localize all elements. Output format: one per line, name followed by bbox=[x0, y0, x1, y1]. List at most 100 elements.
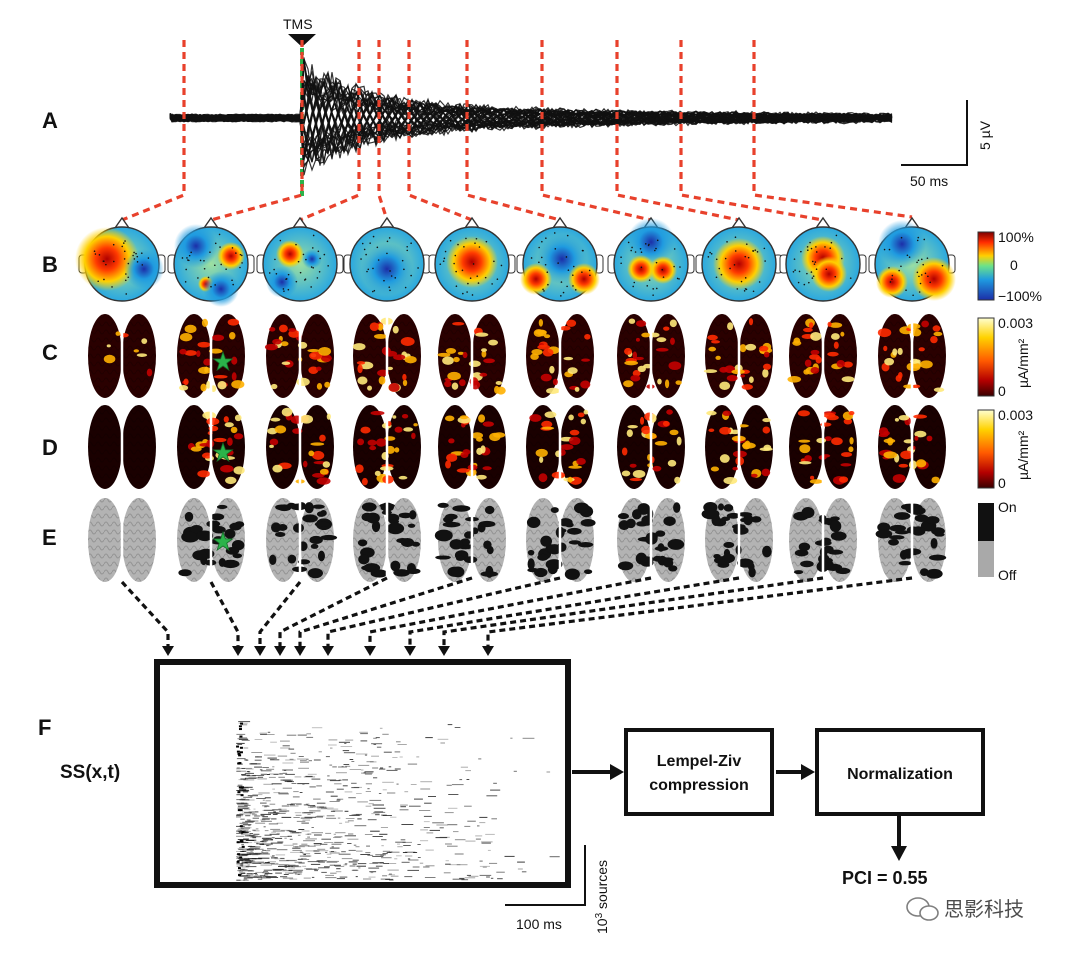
active-cell bbox=[280, 779, 292, 781]
active-cell bbox=[325, 756, 330, 758]
electrode bbox=[810, 247, 813, 250]
active-cell bbox=[262, 799, 265, 801]
nose-icon bbox=[552, 216, 568, 229]
active-cell bbox=[273, 774, 279, 775]
active-source bbox=[309, 535, 323, 545]
active-cell bbox=[333, 833, 336, 835]
active-cell bbox=[298, 829, 305, 830]
current-patch bbox=[663, 326, 670, 331]
current-patch bbox=[224, 422, 234, 428]
active-cell bbox=[317, 860, 327, 862]
active-cell bbox=[371, 755, 379, 757]
active-cell bbox=[294, 812, 302, 814]
thr-brain-10 bbox=[878, 403, 946, 491]
active-cell bbox=[237, 752, 241, 755]
binary-brain-1 bbox=[88, 496, 156, 584]
current-patch bbox=[840, 331, 845, 337]
active-cell bbox=[325, 874, 334, 876]
binary-brain-7 bbox=[617, 496, 685, 584]
current-patch bbox=[481, 350, 487, 358]
active-cell bbox=[253, 875, 266, 877]
active-cell bbox=[236, 832, 243, 834]
active-source bbox=[723, 504, 734, 512]
current-patch bbox=[719, 454, 730, 463]
electrode bbox=[912, 294, 914, 297]
active-cell bbox=[373, 744, 377, 745]
active-cell bbox=[290, 804, 295, 806]
electrode bbox=[443, 257, 446, 260]
current-patch bbox=[906, 362, 921, 372]
binary-map-row bbox=[88, 496, 947, 584]
active-cell bbox=[260, 802, 267, 804]
active-cell bbox=[307, 861, 320, 863]
eeg-trace bbox=[169, 86, 893, 164]
active-cell bbox=[546, 771, 551, 773]
current-patch bbox=[146, 368, 153, 377]
active-cell bbox=[344, 863, 348, 865]
active-cell bbox=[238, 763, 243, 765]
electrode bbox=[133, 251, 135, 254]
current-patch bbox=[269, 327, 276, 332]
electrode bbox=[203, 267, 206, 270]
active-cell bbox=[243, 878, 248, 880]
electrode bbox=[311, 247, 314, 249]
active-source bbox=[877, 522, 891, 533]
electrode bbox=[916, 239, 919, 242]
active-source bbox=[663, 558, 674, 568]
active-cell bbox=[255, 871, 264, 873]
active-cell bbox=[259, 769, 263, 771]
electrode bbox=[792, 270, 795, 273]
electrode bbox=[724, 257, 727, 260]
active-cell bbox=[241, 740, 250, 741]
active-cell bbox=[337, 798, 344, 800]
active-source bbox=[310, 543, 319, 549]
active-cell bbox=[261, 840, 269, 842]
current-patch bbox=[493, 432, 506, 438]
current-patch bbox=[398, 475, 408, 480]
current-patch bbox=[451, 382, 459, 390]
current-patch bbox=[840, 463, 852, 467]
electrode bbox=[927, 275, 929, 278]
active-cell bbox=[337, 817, 341, 819]
binary-colorbar-on bbox=[978, 503, 994, 541]
current-patch bbox=[816, 437, 827, 444]
active-source bbox=[723, 541, 735, 549]
active-cell bbox=[297, 734, 307, 736]
active-cell bbox=[255, 828, 259, 830]
current-patch bbox=[926, 435, 933, 442]
current-patch bbox=[666, 409, 673, 415]
active-cell bbox=[489, 862, 498, 864]
current-patch bbox=[476, 447, 483, 455]
active-cell bbox=[300, 761, 309, 763]
current-patch bbox=[560, 325, 571, 331]
active-cell bbox=[240, 778, 246, 780]
electrode bbox=[466, 291, 468, 293]
active-cell bbox=[254, 846, 258, 848]
active-cell bbox=[420, 781, 433, 783]
active-cell bbox=[325, 791, 334, 793]
current-patch bbox=[136, 353, 148, 357]
active-cell bbox=[325, 877, 337, 879]
active-source bbox=[483, 540, 492, 550]
active-cell bbox=[491, 818, 497, 820]
active-cell bbox=[244, 835, 254, 837]
current-patch bbox=[540, 373, 552, 382]
current-patch bbox=[715, 355, 721, 360]
active-cell bbox=[454, 839, 466, 841]
current-patch bbox=[377, 323, 384, 331]
active-cell bbox=[302, 819, 311, 821]
active-cell bbox=[262, 837, 275, 839]
active-cell bbox=[241, 845, 245, 848]
active-cell bbox=[447, 824, 458, 826]
active-cell bbox=[254, 874, 258, 876]
active-cell bbox=[404, 876, 413, 878]
active-cell bbox=[282, 769, 293, 771]
active-cell bbox=[240, 818, 245, 820]
active-cell bbox=[236, 842, 249, 844]
active-cell bbox=[372, 862, 384, 864]
current-patch bbox=[459, 415, 469, 420]
electrode bbox=[554, 248, 557, 250]
active-cell bbox=[412, 866, 420, 868]
active-cell bbox=[297, 834, 301, 836]
